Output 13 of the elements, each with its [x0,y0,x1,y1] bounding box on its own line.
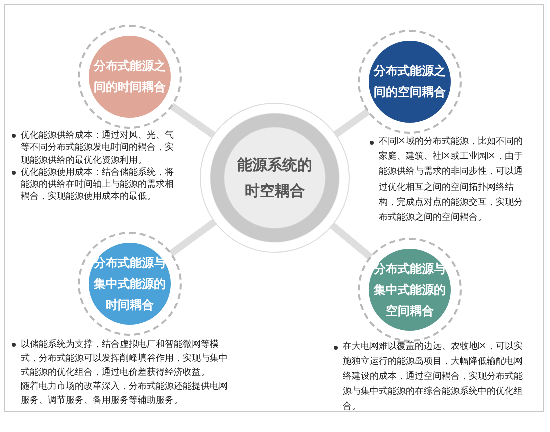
connector [333,108,370,138]
connector [170,103,216,139]
circle-label: 能源系统的时空耦合 [236,155,314,202]
description-text: 优化能源供给成本：通过对风、光、气等不同分布式能源发电时间的耦合，实现能源供给的最优化资源利用。 [21,130,175,167]
description-text: 不同区域的分布式能源，比如不同的家庭、建筑、社区或工业园区，由于能源供给与需求的非同步性，可以通过优化相互之间的空间拓扑网络结构，完成点对点的能源交互，实现分布式能源之间的空间耦合。 [379,136,524,226]
description-text: 在大电网难以覆盖的边远、农牧地区，可以实施独立运行的能源岛项目，大幅降低输配电网络建设的成本，通过空间耦合，实现分布式能源与集中式能源的在综合能源系统中的优化组合。 [343,340,524,414]
description-text: 以储能系统为支撑，结合虚拟电厂和智能微网等模式，分布式能源可以发挥削峰填谷作用，实现与集中式能源的优化组合，通过电价差获得经济收益。 [21,338,228,380]
connector [330,222,373,260]
description-text: 优化能源使用成本：结合储能系统，将能源的供给在时间轴上与能源的需求相耦合，实现能源使用成本的最低。 [21,166,175,204]
circle-label: 分布式能源之间的空间耦合 [372,63,447,101]
circle-label: 分布式能源之间的时间耦合 [92,58,167,96]
description-text: 随着电力市场的改革深入，分布式能源还能提供电网服务、调节服务、备用服务等辅助服务。 [21,380,228,408]
connector [169,218,218,257]
